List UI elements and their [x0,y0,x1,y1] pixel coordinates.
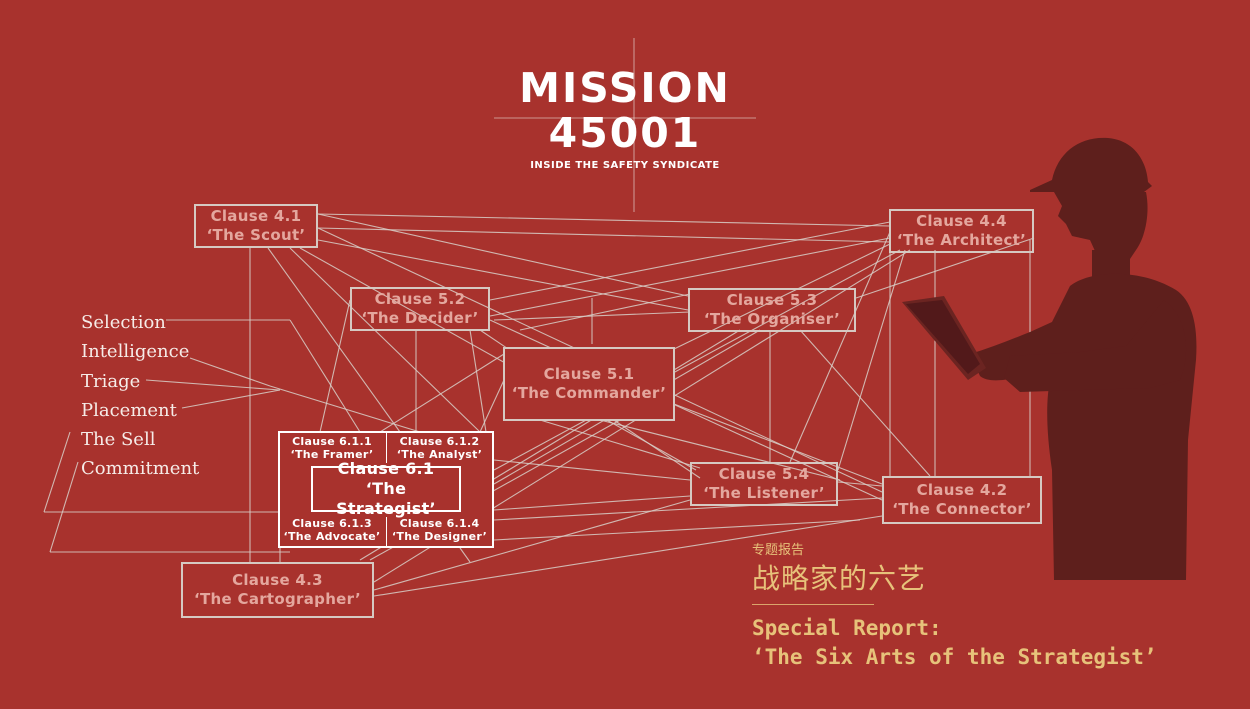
node-role-label: ‘The Framer’ [290,448,374,461]
report-divider [752,604,874,605]
node-role-label: ‘The Decider’ [361,309,479,327]
node-clause-label: Clause 6.1.4 [399,517,480,530]
node-clause-label: Clause 4.4 [916,212,1007,230]
node-role-label: ‘The Commander’ [511,384,667,402]
node-clause-6-1-2: Clause 6.1.2 ‘The Analyst’ [387,434,492,462]
node-clause-4-2: Clause 4.2 ‘The Connector’ [882,476,1042,524]
node-clause-4-4: Clause 4.4 ‘The Architect’ [889,209,1034,253]
node-clause-6-1-3: Clause 6.1.3 ‘The Advocate’ [280,516,384,544]
node-clause-label: Clause 6.1 [337,459,435,478]
node-role-label: ‘The Architect’ [896,231,1027,249]
node-clause-label: Clause 5.1 [543,365,635,383]
node-clause-6-1: Clause 6.1 ‘The Strategist’ [311,459,461,518]
node-clause-label: Clause 6.1.2 [399,435,480,448]
art-item-intelligence: Intelligence [81,341,190,363]
node-role-label: ‘The Strategist’ [336,479,436,518]
node-clause-label: Clause 6.1.3 [292,517,372,530]
node-clause-label: Clause 4.1 [210,207,302,225]
node-clause-5-2: Clause 5.2 ‘The Decider’ [350,287,490,331]
node-role-label: ‘The Scout’ [206,226,306,244]
node-clause-4-3: Clause 4.3 ‘The Cartographer’ [181,562,374,618]
node-role-label: ‘The Connector’ [892,500,1032,518]
art-item-commitment: Commitment [81,458,200,480]
title-line2: 45001 [548,109,702,157]
node-clause-label: Clause 4.3 [232,571,323,589]
cluster-vertical-divider [386,517,387,548]
node-clause-label: Clause 6.1.1 [292,435,372,448]
report-title-en-line2: ‘The Six Arts of the Strategist’ [752,645,1157,669]
node-role-label: ‘The Designer’ [391,530,488,543]
cluster-vertical-divider [386,433,387,463]
worker-silhouette-icon [970,137,1197,580]
report-title-en: Special Report: ‘The Six Arts of the Str… [752,614,1157,672]
node-role-label: ‘The Organiser’ [703,310,841,328]
art-item-selection: Selection [81,312,166,333]
six-arts-list: Selection Intelligence Triage Placement … [81,308,199,484]
node-clause-4-1: Clause 4.1 ‘The Scout’ [194,204,318,248]
node-clause-5-4: Clause 5.4 ‘The Listener’ [690,462,838,506]
art-item-placement: Placement [81,399,177,421]
node-role-label: ‘The Cartographer’ [194,590,361,608]
tablet-icon [902,296,986,380]
node-clause-label: Clause 4.2 [916,481,1008,499]
title-line1: MISSION [519,64,731,112]
node-role-label: ‘The Listener’ [703,484,825,502]
node-clause-5-3: Clause 5.3 ‘The Organiser’ [688,288,856,332]
title-subtitle: INSIDE THE SAFETY SYNDICATE [530,160,720,171]
node-clause-label: Clause 5.4 [718,465,810,483]
report-title-cn: 战略家的六艺 [752,563,927,594]
node-role-label: ‘The Analyst’ [396,448,483,461]
node-clause-6-1-4: Clause 6.1.4 ‘The Designer’ [387,516,492,544]
report-title-en-line1: Special Report: [752,616,942,640]
node-role-label: ‘The Advocate’ [283,530,381,543]
node-clause-5-1: Clause 5.1 ‘The Commander’ [503,347,675,421]
art-item-triage: Triage [81,370,141,392]
node-clause-label: Clause 5.2 [374,290,466,308]
report-label-cn: 专题报告 [752,542,805,557]
node-clause-label: Clause 5.3 [726,291,818,309]
node-clause-6-1-1: Clause 6.1.1 ‘The Framer’ [280,434,384,462]
art-item-the-sell: The Sell [81,429,156,451]
title-block: MISSION 45001 INSIDE THE SAFETY SYNDICAT… [493,64,757,172]
